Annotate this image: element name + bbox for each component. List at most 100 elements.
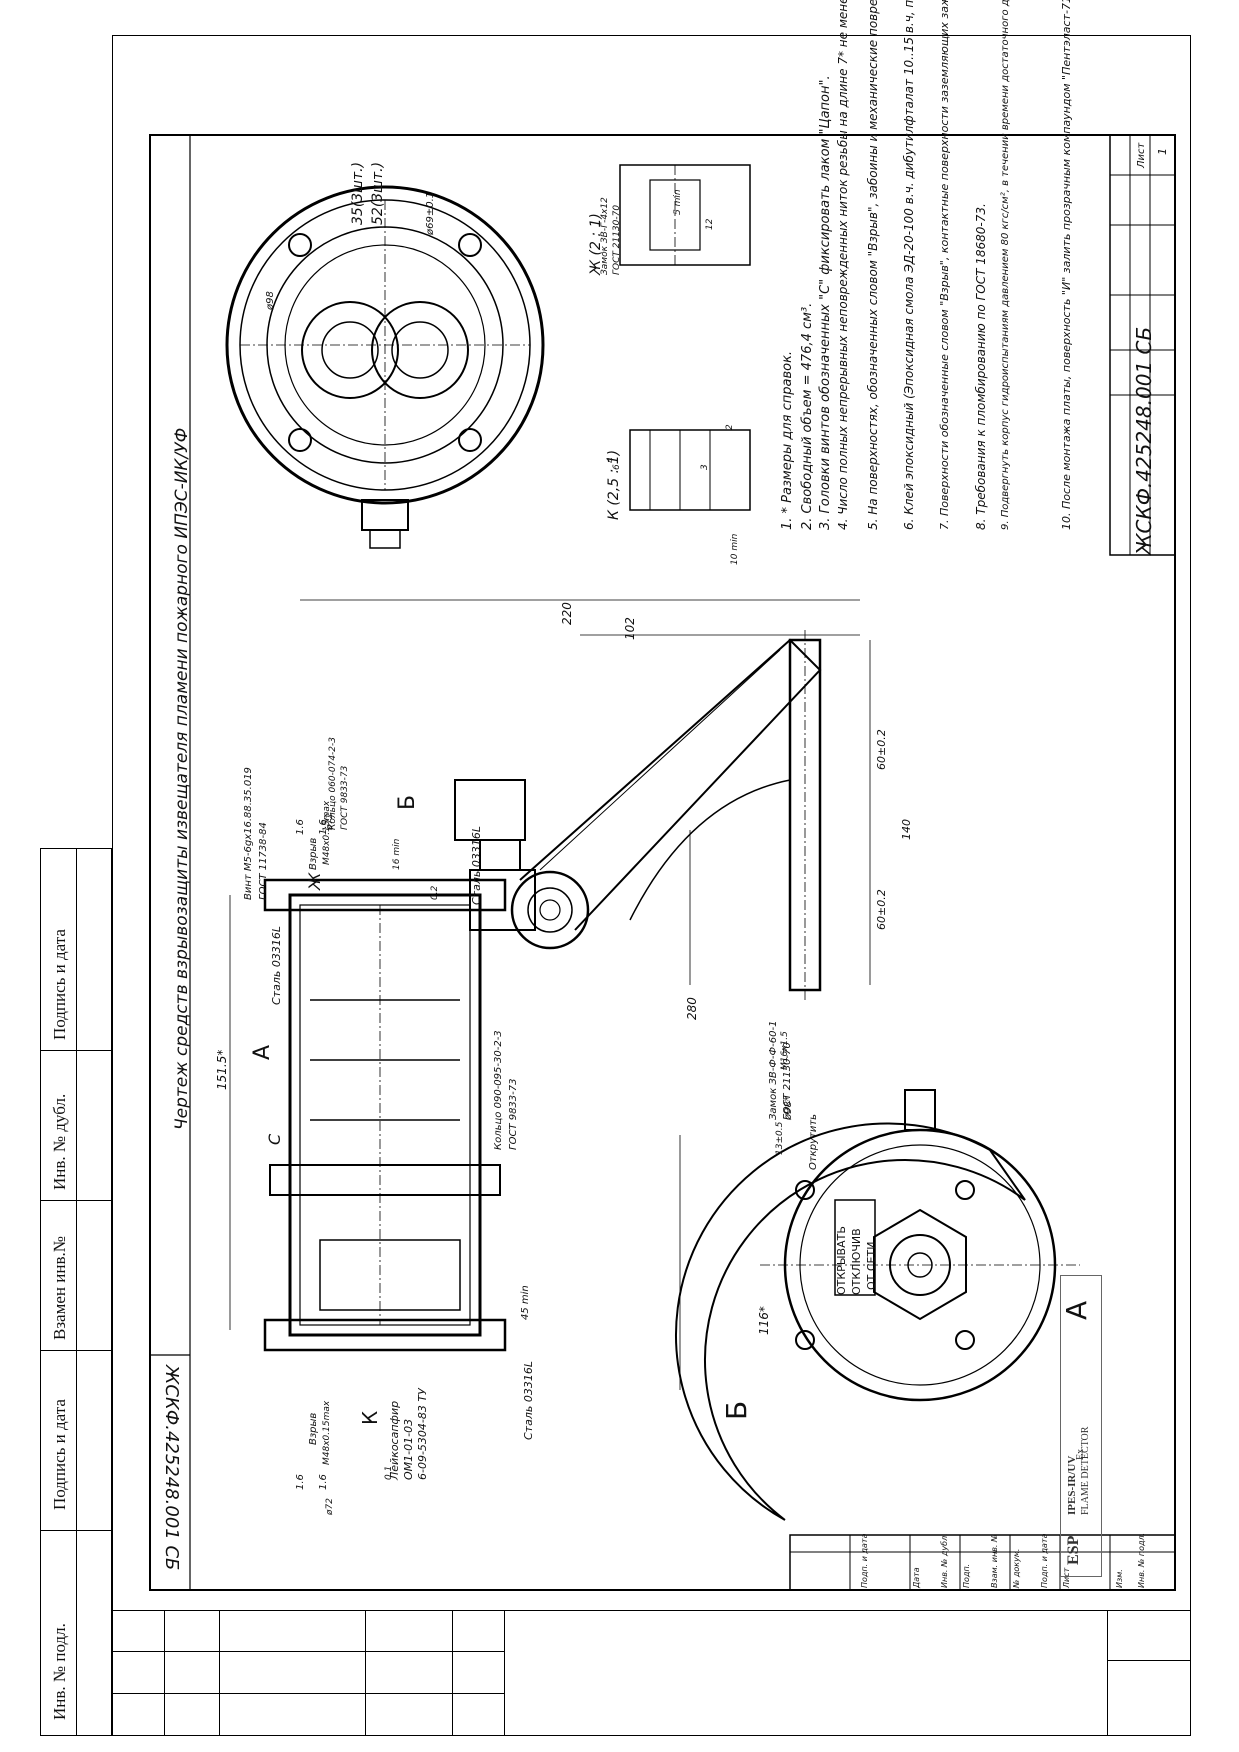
dimension-lines (229, 599, 871, 1390)
side-stamp-row-line (40, 1050, 112, 1051)
label-leiko-tu: 6-09-5304-83 ТУ (416, 1388, 429, 1480)
nameplate-brand: ESP (1065, 1535, 1082, 1565)
title-block-col (504, 1610, 505, 1736)
note-7: 7. Поверхности обозначенные словом "Взры… (938, 0, 951, 530)
left-stamp-4: Инв. № дубл. (940, 1533, 949, 1588)
dim-5: 5 min (673, 189, 683, 215)
dim-12: 12 (705, 218, 715, 230)
label-ot-seti: ОТ СЕТИ (865, 1241, 878, 1290)
dim-102: 102 (623, 617, 637, 640)
title-block-col (164, 1610, 165, 1736)
side-stamp-row-line (40, 1350, 112, 1351)
front-view-a (675, 1089, 1080, 1521)
dim-phi98: ø98 (265, 291, 276, 310)
side-stamp-row-line (40, 1200, 112, 1201)
label-steel-1: Сталь 03316L (270, 926, 283, 1005)
left-stamp-1: Инв. № подл. (1137, 1532, 1146, 1588)
label-vint: Винт М5-6gх16.88.35.019 (243, 767, 254, 900)
dim-60b: 60±0.2 (875, 889, 888, 930)
dim-phi69: ø69±0.1 (425, 191, 436, 235)
sheet-number: 1 (1156, 148, 1169, 155)
nameplate-ex: Ex (1075, 1448, 1086, 1460)
dim-220: 220 (560, 602, 574, 625)
nameplate (1060, 1275, 1102, 1577)
dim-3: 3 (700, 464, 710, 470)
stamp-izm: Изм. (1115, 1569, 1124, 1588)
detail-k (629, 429, 751, 511)
dim-140: 140 (900, 819, 913, 840)
label-kolco: Кольцо 090-095-30-2-3 (493, 1030, 504, 1150)
title-block-col (365, 1610, 366, 1736)
title-block (112, 1610, 1191, 1736)
note-5: 5. На поверхностях, обозначенных словом … (866, 0, 880, 530)
label-gost-kolco2: ГОСТ 9833-73 (340, 765, 350, 830)
dim-2: 2 (725, 424, 735, 430)
dim-02: 0.2 (430, 885, 440, 900)
label-steel-3: Сталь 03316L (522, 1361, 535, 1440)
drawing-designation-mirror: ЖСКФ.425248.001 СБ (161, 1365, 182, 1571)
sheet-label: Лист (1136, 142, 1147, 168)
marker-c: С (265, 1133, 284, 1145)
label-leiko-code: ОМ1-01-03 (402, 1418, 415, 1480)
side-stamp-divider (76, 848, 77, 1736)
title-block-line (112, 1651, 504, 1652)
title-block-line (112, 1693, 504, 1694)
left-stamp-2: Подп. и дата (1040, 1533, 1049, 1589)
dim-151: 151.5* (215, 1049, 229, 1090)
title-block-col (1107, 1610, 1108, 1736)
label-m-left: М48х0.15max (322, 1400, 332, 1465)
left-stamp-5: Подп. и дата (860, 1533, 869, 1589)
dim-45: 45 min (520, 1285, 531, 1320)
label-zamok2: Замок ЗВ-Г-4х12 (600, 197, 610, 275)
note-9: 9. Подвергнуть корпус гидроиспытаниям да… (1000, 0, 1011, 530)
dim-13: 13±0.5 (775, 1121, 785, 1155)
marker-k: К (358, 1410, 382, 1425)
view-label-b: Б (720, 1400, 753, 1420)
label-zamok2-gost: ГОСТ 21130-70 (612, 204, 622, 275)
label-steel-2: Сталь 03316L (470, 826, 483, 905)
dim-98: ø98* (783, 1096, 794, 1120)
label-gost-vint: ГОСТ 11738-84 (258, 822, 269, 900)
marker-zh: Ж (305, 872, 324, 890)
note-8: 8. Требования к пломбированию по ГОСТ 18… (974, 203, 988, 530)
note-10: 10. После монтажа платы, поверхность "И"… (1060, 0, 1073, 530)
note-6: 6. Клей эпоксидный (Эпоксидная смола ЭД-… (902, 0, 916, 530)
note-2: 2. Свободный объем = 476,4 см³. (800, 302, 815, 530)
top-circular-view (225, 185, 545, 549)
side-stamp-row-line (40, 1530, 112, 1531)
dim-phi72-left: ø72 (325, 1498, 335, 1515)
stamp-list: Лист (1062, 1567, 1071, 1588)
label-otkryvat: ОТКРЫВАТЬ (835, 1226, 848, 1295)
label-otkluchiv: ОТКЛЮЧИВ (850, 1228, 863, 1295)
dim-4: 4 (606, 457, 616, 463)
count-52: 52(3шт.) (370, 161, 386, 225)
stamp-podp: Подп. (962, 1563, 971, 1588)
count-35: 35(3шт.) (350, 161, 366, 225)
note-4: 4. Число полных непрерывных неповрежденн… (836, 0, 850, 530)
drawing-title: Чертеж средств взрывозащиты извещателя п… (172, 427, 192, 1130)
detail-zh (619, 164, 751, 266)
stamp-dokum: № докум. (1012, 1548, 1021, 1588)
dim-116: 116* (757, 1306, 771, 1335)
view-label-b-top: Б (395, 794, 420, 810)
arrow-a-label: А (250, 1044, 275, 1060)
label-otkrut: Открутить (808, 1113, 819, 1170)
label-zamok: Замок ЗВ-Ф-Ф-60-1 (768, 1020, 779, 1120)
dim-phi72-right: ø72 (325, 813, 335, 830)
title-block-col (452, 1610, 453, 1736)
left-stamp-3: Взам. инв. № (990, 1533, 999, 1588)
dim-280: 280 (685, 997, 699, 1020)
nameplate-sub: FLAME DETECTOR (1080, 1426, 1091, 1515)
nameplate-product: IPES-IR/UV (1066, 1455, 1078, 1515)
dim-ra-3: 1.6 (295, 819, 306, 835)
label-vzryv-2: Взрыв (308, 837, 319, 870)
dim-6: 6 (612, 464, 622, 470)
title-block-line (1107, 1660, 1191, 1661)
dim-ra-1: 1.6 (295, 1474, 306, 1490)
label-gost-kolco: ГОСТ 9833-73 (508, 1078, 519, 1151)
sheet-frame (112, 35, 1191, 1736)
main-housing-section (263, 779, 536, 1352)
note-1: 1. * Размеры для справок. (780, 350, 795, 530)
dim-01: 0.1 (384, 1465, 394, 1480)
